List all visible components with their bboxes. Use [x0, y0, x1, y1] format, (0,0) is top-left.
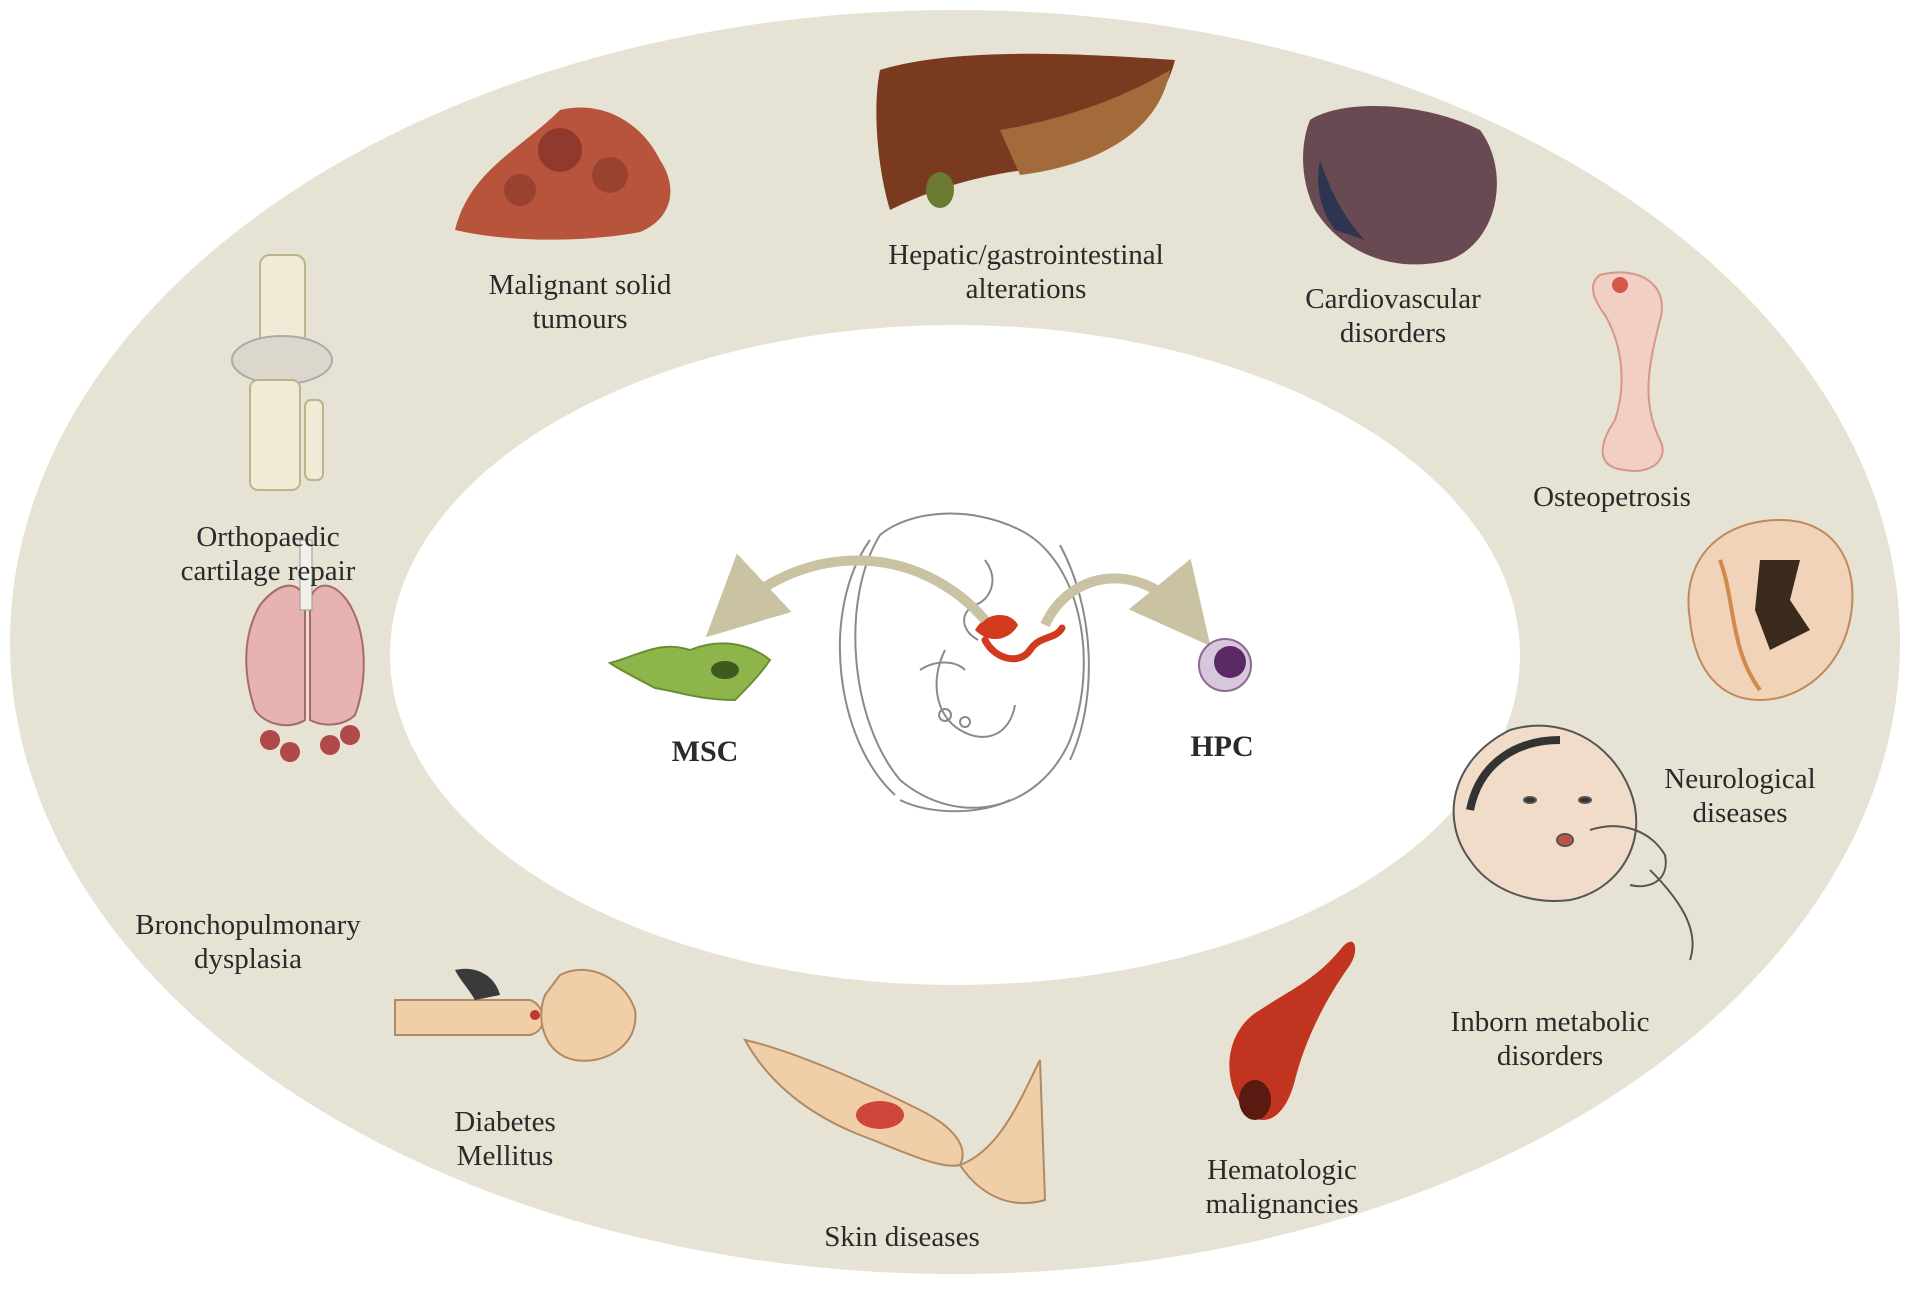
- label-cardiovascular-disorders: Cardiovascular disorders: [1305, 282, 1481, 350]
- label-malignant-solid-tumours: Malignant solid tumours: [489, 268, 672, 336]
- label-osteopetrosis: Osteopetrosis: [1533, 480, 1691, 514]
- msc-label: MSC: [672, 735, 739, 769]
- label-hematologic-malignancies: Hematologic malignancies: [1205, 1153, 1358, 1221]
- inner-ellipse: [390, 325, 1520, 985]
- hpc-label: HPC: [1190, 730, 1253, 764]
- label-neurological-diseases: Neurological diseases: [1664, 762, 1815, 830]
- label-bronchopulmonary-dysplasia: Bronchopulmonary dysplasia: [135, 908, 361, 976]
- label-orthopaedic-cartilage-repair: Orthopaedic cartilage repair: [181, 520, 356, 588]
- label-diabetes-mellitus: Diabetes Mellitus: [454, 1105, 555, 1173]
- hpc-cell-icon: [1199, 639, 1251, 691]
- label-inborn-metabolic-disorders: Inborn metabolic disorders: [1451, 1005, 1650, 1073]
- label-hepatic-gastrointestinal: Hepatic/gastrointestinal alterations: [888, 238, 1163, 306]
- label-skin-diseases: Skin diseases: [824, 1220, 979, 1254]
